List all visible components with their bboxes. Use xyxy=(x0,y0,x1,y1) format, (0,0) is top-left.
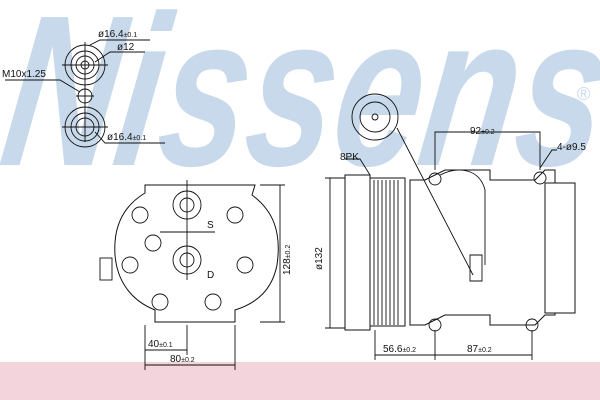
svg-text:8PK: 8PK xyxy=(340,152,359,163)
svg-text:56.6±0.2: 56.6±0.2 xyxy=(383,344,416,355)
nissens-watermark: Nissens ® xyxy=(0,0,600,211)
port-fitting-view: ø16.4±0.1 ø12 M10x1.25 ø16.4±0.1 xyxy=(2,29,165,148)
svg-text:87±0.2: 87±0.2 xyxy=(467,344,492,355)
svg-text:D: D xyxy=(207,270,214,281)
svg-text:40±0.1: 40±0.1 xyxy=(148,339,173,350)
svg-text:ø132: ø132 xyxy=(314,247,325,270)
svg-text:ø16.4±0.1: ø16.4±0.1 xyxy=(107,132,146,143)
bottom-band xyxy=(0,362,600,400)
watermark-text: Nissens xyxy=(0,0,600,211)
svg-text:ø16.4±0.1: ø16.4±0.1 xyxy=(98,29,137,40)
svg-text:4-ø9.5: 4-ø9.5 xyxy=(557,142,586,153)
svg-text:ø12: ø12 xyxy=(117,42,135,53)
svg-text:S: S xyxy=(207,220,214,231)
compressor-front-view: S D 128±0.2 40±0.1 80±0.2 xyxy=(99,180,293,370)
svg-text:M10x1.25: M10x1.25 xyxy=(2,69,46,80)
svg-text:92±0.2: 92±0.2 xyxy=(470,126,495,137)
registered-mark: ® xyxy=(577,84,590,104)
svg-text:80±0.2: 80±0.2 xyxy=(170,354,195,365)
svg-text:128±0.2: 128±0.2 xyxy=(282,245,293,275)
compressor-side-view: 92±0.2 4-ø9.5 8PK ø132 56.6±0.2 87±0.2 xyxy=(314,93,586,360)
